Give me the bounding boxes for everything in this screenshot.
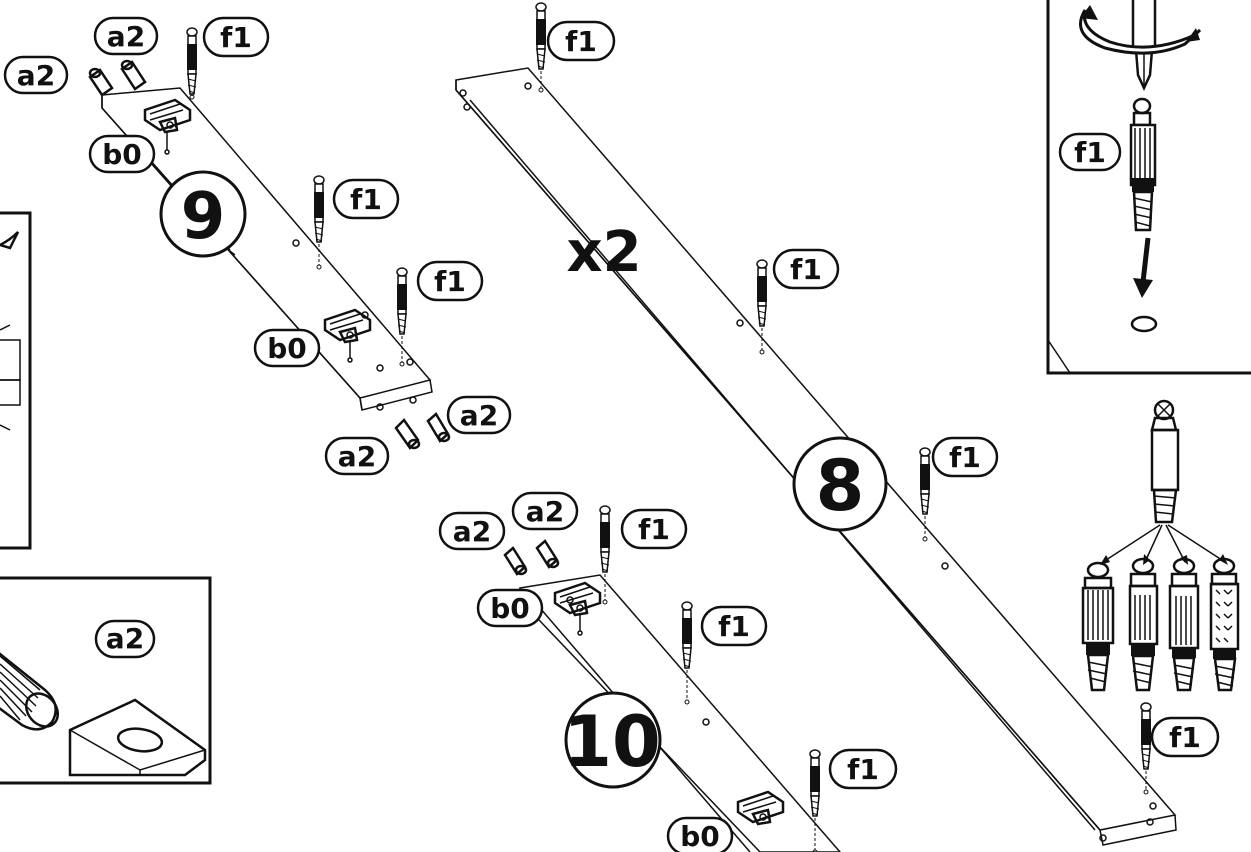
cam-bolt-icon	[396, 267, 408, 367]
down-arrow-icon	[1133, 237, 1153, 298]
part-label-f1: f1	[332, 178, 400, 220]
left-partial-inset	[0, 211, 32, 550]
part-f1-text: f1	[847, 753, 879, 786]
part-label-f1: f1	[416, 260, 484, 302]
step-10-marker: 10	[563, 691, 662, 789]
cam-bolt-icon	[681, 601, 693, 705]
part-f1-text: f1	[1169, 721, 1201, 754]
part-label-f1: f1	[546, 20, 616, 62]
part-f1-text: f1	[949, 441, 981, 474]
board-8	[455, 67, 1177, 846]
part-label-a2: a2	[446, 395, 512, 435]
bolt-variants	[1081, 399, 1240, 692]
cam-bolt-icon	[1150, 399, 1180, 524]
step-8-marker: 8	[792, 436, 888, 532]
dowel-detail-inset: a2	[0, 576, 212, 785]
part-label-f1: f1	[828, 748, 898, 790]
part-a2-text: a2	[17, 59, 55, 92]
part-label-a2: a2	[93, 16, 159, 56]
part-f1-text: f1	[220, 21, 252, 54]
bolt-variant-4	[1209, 557, 1240, 692]
part-a2-text: a2	[460, 399, 498, 432]
part-label-f1: f1	[202, 16, 270, 58]
step-8-text: 8	[816, 445, 865, 527]
part-labels: a2 a2 f1 b0 f1 f1 b0 a2 a2 f1 f1 f1 a2 a2 f1 b0 f1 f1 b0 f1	[3, 16, 1220, 852]
part-f1-text: f1	[565, 25, 597, 58]
part-b0-text: b0	[267, 332, 307, 365]
rotate-arrow-icon	[1079, 5, 1202, 55]
part-label-a2: a2	[438, 511, 506, 551]
bolt-variant-1	[1081, 561, 1115, 692]
screw-detail-inset: f1	[1046, 0, 1251, 375]
part-label-a2-inset: a2	[94, 619, 156, 659]
part-label-a2: a2	[3, 55, 69, 95]
part-label-a2: a2	[511, 491, 579, 531]
step-9-text: 9	[181, 180, 226, 254]
cam-bolt-icon	[186, 27, 198, 100]
part-a2-text: a2	[526, 495, 564, 528]
part-f1-text: f1	[1074, 136, 1106, 169]
bolt-variant-2	[1128, 557, 1159, 692]
part-label-b0: b0	[88, 134, 156, 174]
part-label-f1: f1	[620, 508, 688, 550]
part-f1-text: f1	[434, 265, 466, 298]
cam-bolt-icon	[599, 505, 611, 605]
part-a2-text: a2	[338, 440, 376, 473]
part-label-a2: a2	[324, 436, 390, 476]
part-label-b0: b0	[666, 816, 734, 852]
part-b0-text: b0	[490, 592, 530, 625]
part-f1-text: f1	[350, 183, 382, 216]
part-label-f1-inset: f1	[1058, 132, 1122, 172]
part-f1-text: f1	[718, 610, 750, 643]
part-a2-text: a2	[453, 515, 491, 548]
connector-bracket-icon	[143, 98, 785, 826]
part-b0-text: b0	[680, 820, 720, 852]
dowel-icon	[88, 59, 560, 576]
cam-bolt-icon	[919, 447, 931, 542]
quantity-label: x2	[566, 220, 641, 285]
dowel-icon	[0, 652, 60, 731]
board-hole-detail	[68, 698, 207, 777]
cam-bolt-icon	[1140, 702, 1152, 795]
part-a2-text: a2	[106, 622, 144, 655]
part-f1-text: f1	[790, 253, 822, 286]
cam-bolt-icon	[313, 175, 325, 270]
step-9-marker: 9	[159, 170, 247, 258]
part-label-f1: f1	[700, 605, 768, 647]
cam-bolt-icon	[535, 2, 547, 93]
cam-bolt-icon	[809, 749, 821, 852]
variant-arrows	[1100, 524, 1228, 565]
cam-bolt-icon	[1129, 97, 1157, 232]
part-label-f1: f1	[1150, 716, 1220, 758]
target-hole	[1130, 315, 1158, 333]
step-10-text: 10	[563, 701, 660, 783]
part-label-b0: b0	[476, 588, 544, 628]
bolt-variant-3	[1168, 557, 1200, 692]
part-a2-text: a2	[107, 20, 145, 53]
cam-bolt-icon	[186, 2, 1152, 852]
part-label-f1: f1	[772, 248, 840, 290]
part-f1-text: f1	[638, 513, 670, 546]
part-b0-text: b0	[102, 138, 142, 171]
part-label-f1: f1	[931, 436, 999, 478]
cam-bolt-icon	[756, 259, 768, 355]
part-label-b0: b0	[253, 328, 321, 368]
